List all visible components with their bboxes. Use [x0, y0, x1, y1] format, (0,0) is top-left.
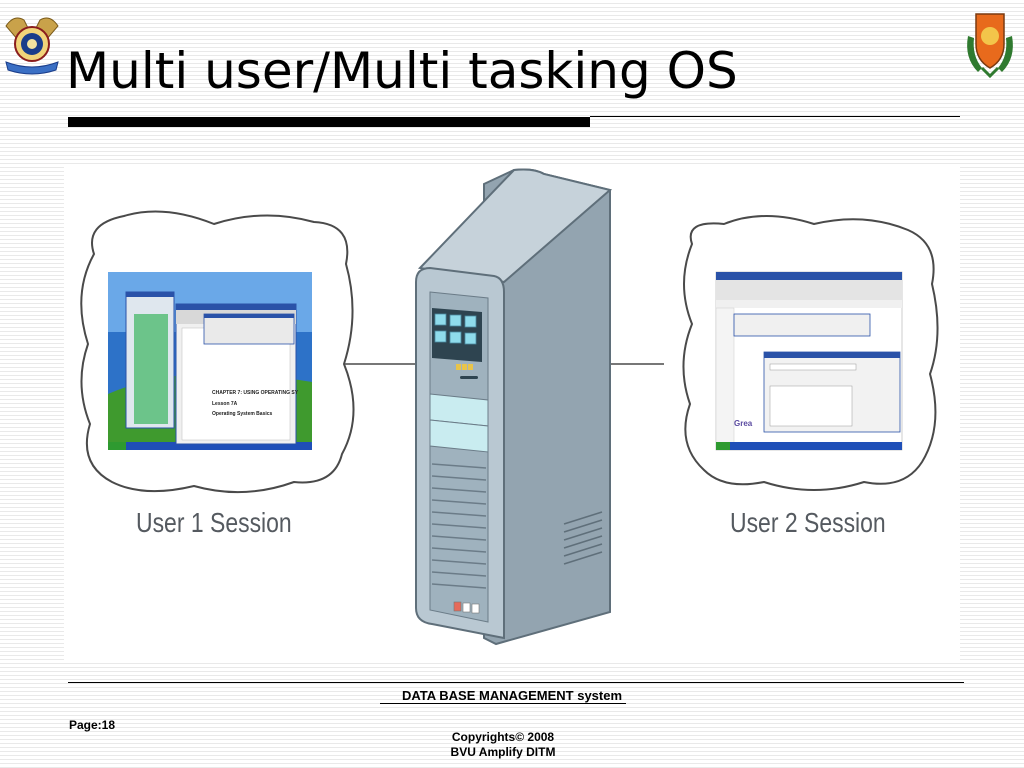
copyright-line-1: Copyrights© 2008	[451, 730, 555, 744]
copyright-block: Copyrights© 2008 BVU Amplify DITM	[380, 730, 626, 760]
session-1-screen-line-2: Lesson 7A	[212, 401, 238, 407]
session-2-desktop-screen: Grea	[715, 271, 903, 451]
footer-title: DATA BASE MANAGEMENT system	[401, 688, 623, 703]
footer-rule	[68, 682, 964, 683]
page-number: Page:18	[69, 718, 116, 732]
multiuser-diagram: CHAPTER 7: USING OPERATING SY Lesson 7A …	[64, 164, 960, 660]
session-2-label: User 2 Session	[730, 507, 886, 538]
title-underline-thick	[68, 117, 590, 127]
session-1-label: User 1 Session	[136, 507, 292, 538]
university-logo	[2, 6, 62, 80]
slide-title: Multi user/Multi tasking OS	[66, 42, 738, 100]
institute-logo	[960, 6, 1020, 80]
session-1-screen-line-1: CHAPTER 7: USING OPERATING SY	[212, 390, 299, 396]
copyright-line-2: BVU Amplify DITM	[450, 745, 556, 759]
server-tower	[415, 168, 613, 646]
session-2-screen-text: Grea	[734, 419, 753, 428]
session-1-desktop-screen: CHAPTER 7: USING OPERATING SY Lesson 7A …	[108, 272, 312, 450]
session-1-screen-line-3: Operating System Basics	[212, 411, 273, 417]
title-underline-thin	[590, 116, 960, 117]
footer-title-underline	[380, 703, 626, 704]
